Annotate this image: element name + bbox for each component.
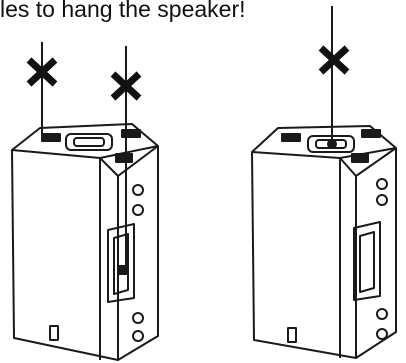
cross-mark-icon <box>321 48 347 72</box>
speaker-left <box>12 124 158 360</box>
speaker-right <box>252 126 396 358</box>
